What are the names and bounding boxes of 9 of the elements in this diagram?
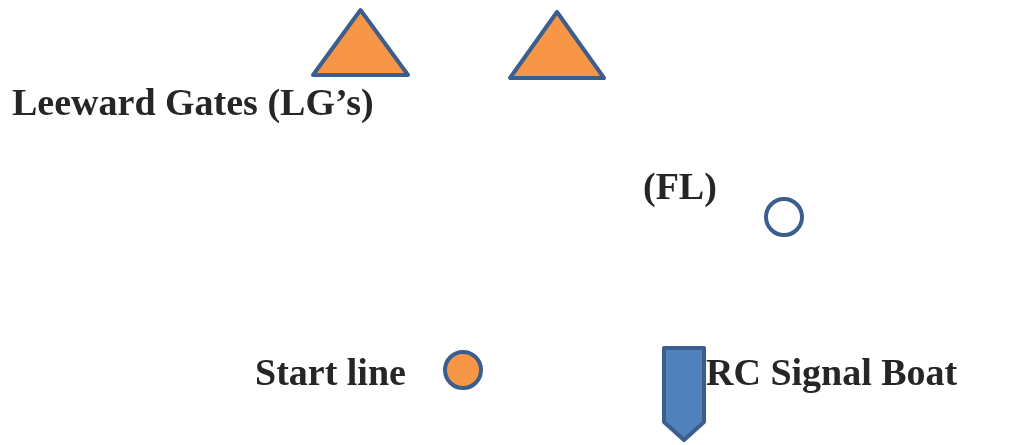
triangle-marker — [313, 10, 408, 75]
signal-boat-marker — [664, 348, 704, 440]
area-label: Leeward Gates (LG’s) — [12, 80, 374, 124]
buoy-marker — [445, 352, 481, 388]
triangle-marker — [510, 12, 604, 78]
marker-label: RC Signal Boat — [706, 350, 958, 394]
marker-label: Start line — [255, 350, 406, 394]
buoy-marker — [766, 199, 802, 235]
marker-label: (FL) — [643, 164, 717, 208]
